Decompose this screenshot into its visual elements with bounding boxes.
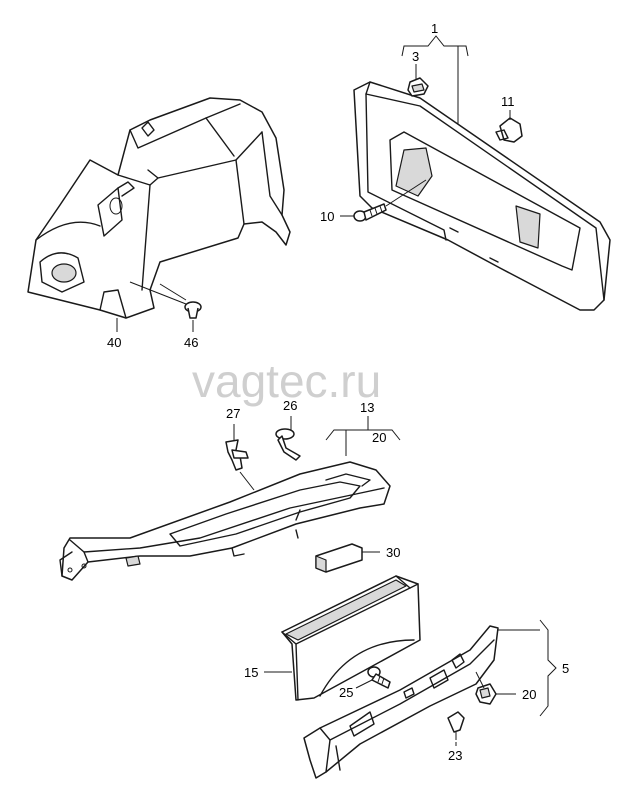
callout-26: 26 bbox=[283, 398, 297, 413]
part-1-side-panel bbox=[353, 81, 611, 311]
callout-20-upper: 20 bbox=[372, 430, 386, 445]
part-3-clip bbox=[407, 77, 429, 97]
callout-20-lower: 20 bbox=[522, 687, 536, 702]
part-10-screw bbox=[353, 203, 387, 222]
leader-13 bbox=[325, 429, 347, 456]
part-11-clip bbox=[495, 117, 523, 143]
part-26-clip bbox=[275, 416, 301, 461]
callout-10: 10 bbox=[320, 209, 334, 224]
callout-1: 1 bbox=[431, 21, 438, 36]
callout-30: 30 bbox=[386, 545, 400, 560]
leader-25 bbox=[355, 679, 373, 689]
callout-3: 3 bbox=[412, 49, 419, 64]
part-27-rivet bbox=[225, 424, 249, 471]
callout-27: 27 bbox=[226, 406, 240, 421]
callout-13: 13 bbox=[360, 400, 374, 415]
leader-10-panel bbox=[385, 179, 427, 207]
callout-25: 25 bbox=[339, 685, 353, 700]
part-15-storage-box bbox=[281, 575, 421, 701]
callout-23: 23 bbox=[448, 748, 462, 763]
leader-27 bbox=[239, 471, 255, 491]
part-25-screw bbox=[367, 666, 391, 689]
part-13-shelf bbox=[59, 461, 391, 581]
callout-11: 11 bbox=[501, 94, 515, 109]
leader-40-panel bbox=[129, 281, 187, 305]
part-20-clip bbox=[475, 683, 497, 705]
part-23-rivet bbox=[447, 711, 465, 740]
part-46-clip bbox=[159, 283, 202, 319]
callout-40: 40 bbox=[107, 335, 121, 350]
part-30-pad bbox=[315, 543, 380, 573]
part-5-sill-trim bbox=[303, 625, 499, 779]
watermark: vagtec.ru bbox=[192, 355, 381, 407]
bracket-5 bbox=[539, 619, 557, 717]
bracket-13 bbox=[346, 429, 401, 441]
part-40-side-trim bbox=[27, 97, 291, 319]
callout-15: 15 bbox=[244, 665, 258, 680]
callout-46: 46 bbox=[184, 335, 198, 350]
bracket-1 bbox=[401, 35, 469, 57]
callout-5: 5 bbox=[562, 661, 569, 676]
leader-20b-part bbox=[475, 671, 485, 689]
